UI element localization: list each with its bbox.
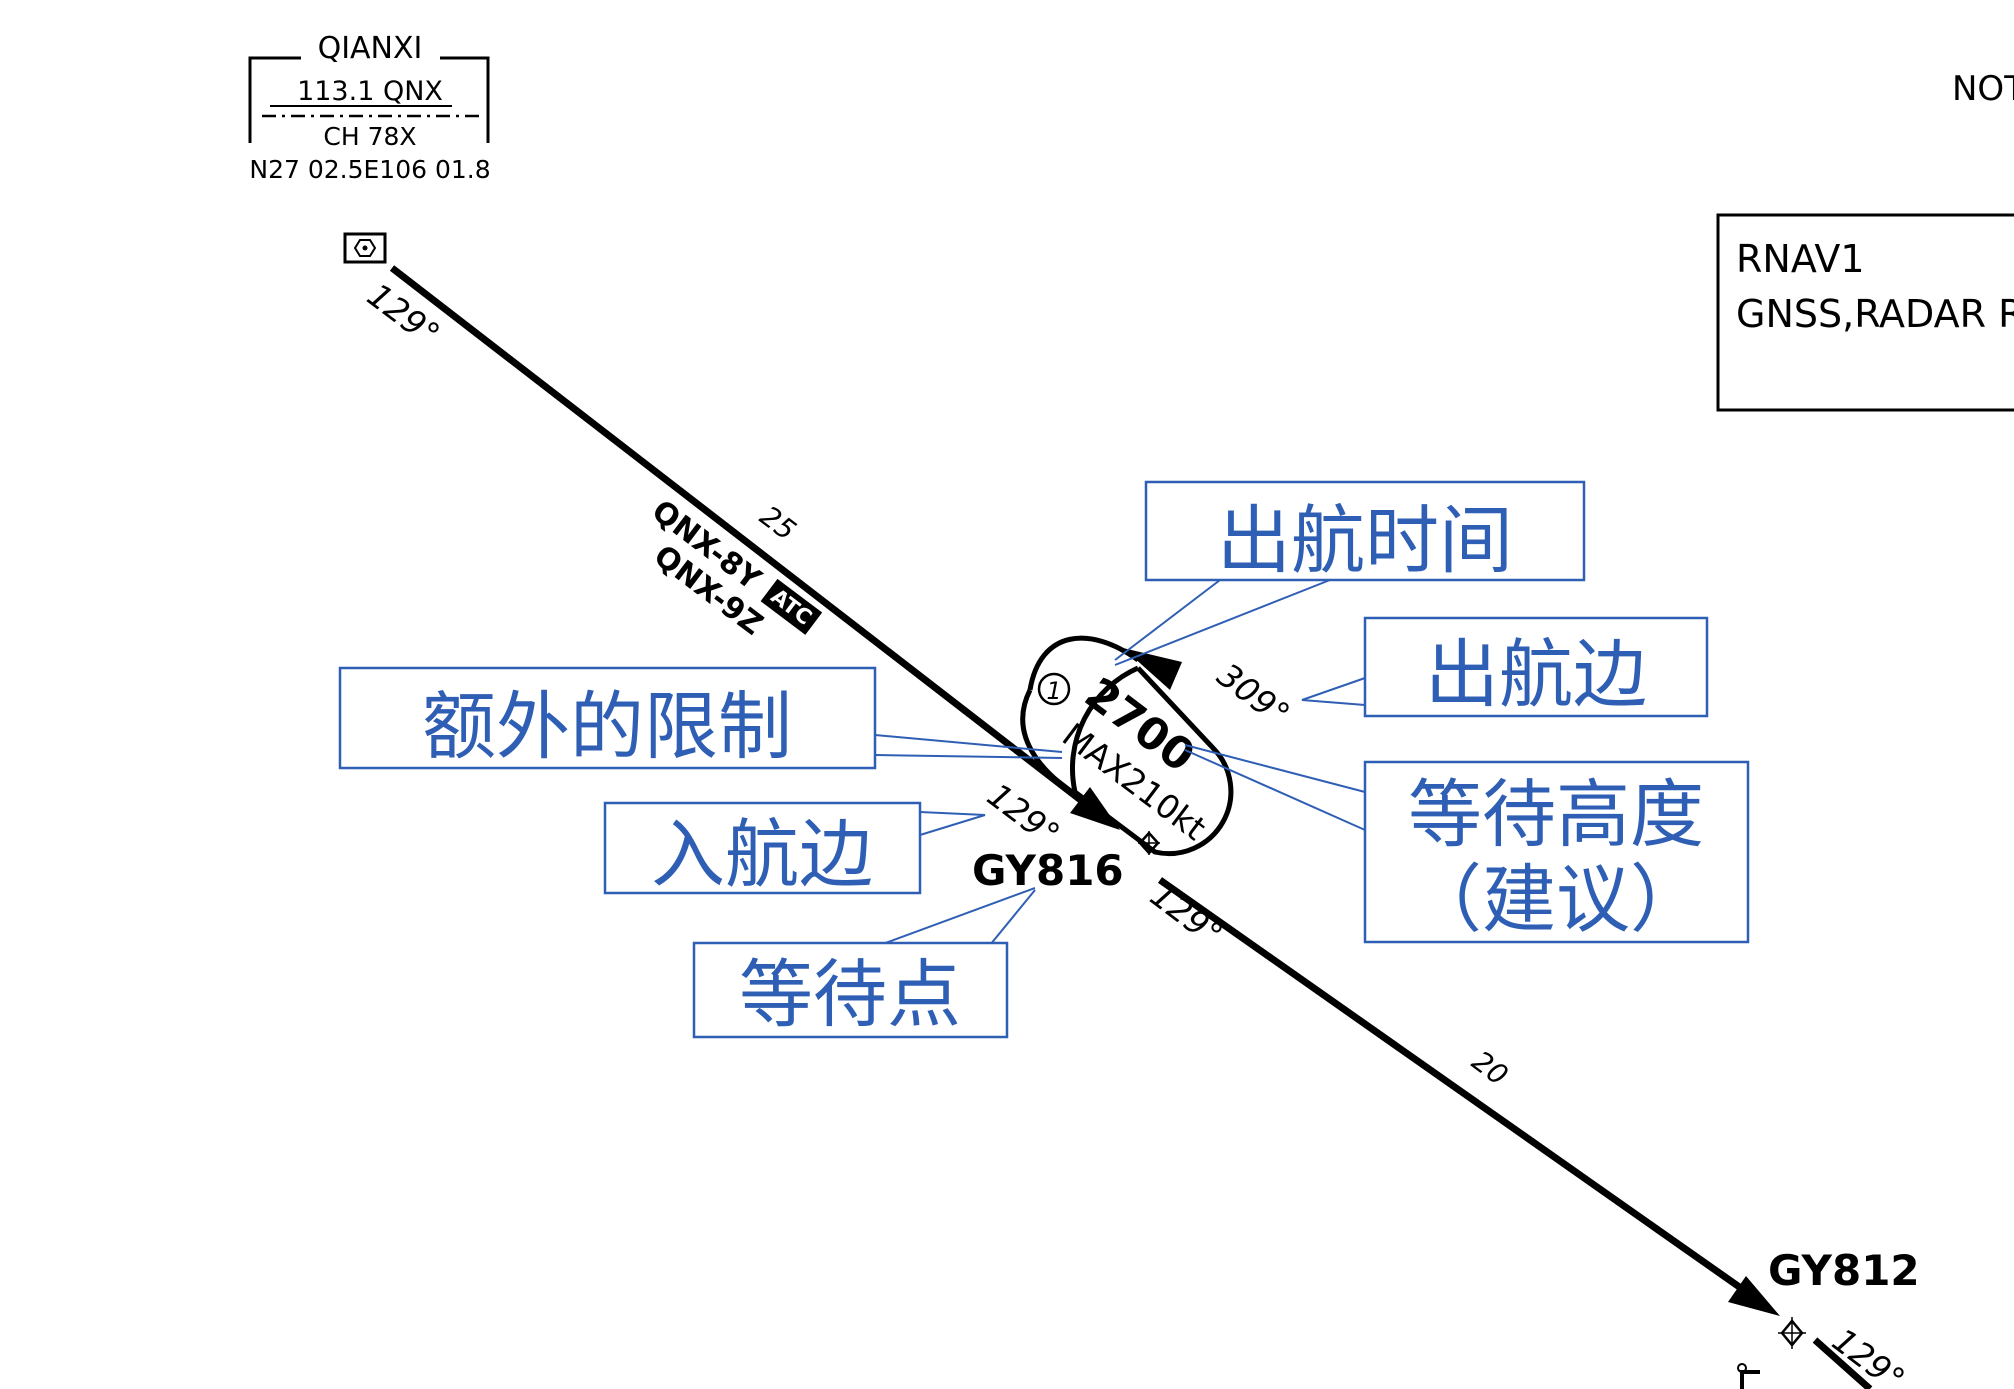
navaid-channel: CH 78X [323,122,416,151]
holding-fix-name: GY816 [972,846,1124,895]
cropped-symbol [1737,1363,1760,1389]
track-arrowhead [1728,1276,1780,1316]
holding-racetrack [1069,665,1234,857]
callout-outbound-time: 出航时间 [1144,480,1586,584]
holding-pattern [1020,635,1234,857]
leader-line [989,889,1036,946]
callout-holding-altitude-line1: 等待高度 [1408,772,1704,858]
leader-line [879,887,1036,946]
outbound-arrowhead [1123,648,1182,690]
leader-line [1301,677,1366,706]
inbound-course: 129° [980,775,1067,854]
callout-holding-altitude-line2: （建议） [1408,857,1704,943]
seg2-course: 129° [1143,875,1230,954]
leader-line [1184,744,1366,793]
leader-line [1114,579,1221,661]
seg3-course: 129° [1825,1320,1912,1389]
callout-extra-restriction-text: 额外的限制 [422,684,792,770]
nav-spec-line2: GNSS,RADAR R [1736,292,2014,336]
callout-outbound-leg: 出航边 [1363,616,1709,718]
holding-time-number: 1 [1046,677,1061,705]
atc-badge: ATC [760,578,823,635]
leader-line [874,754,1063,759]
leader-line [919,811,986,836]
callout-outbound-leg-text: 出航边 [1425,632,1647,718]
nav-spec-box: RNAV1 GNSS,RADAR R [1716,213,2014,412]
callout-inbound-leg: 入航边 [603,801,922,898]
note-label: NOT [1952,69,2014,109]
outbound-course: 309° [1210,655,1297,734]
route-track-qianxi-gy816 [389,265,1103,818]
vor-dme-icon [343,232,387,264]
seg2-distance: 20 [1466,1044,1514,1092]
leader-line [874,734,1063,753]
waypoint-icon [1778,1317,1806,1349]
callout-holding-fix: 等待点 [692,941,1009,1039]
callout-extra-restriction: 额外的限制 [338,666,877,770]
callout-holding-altitude: 等待高度 （建议） [1363,760,1750,944]
navaid-coordinates: N27 02.5E106 01.8 [249,155,490,184]
navaid-name: QIANXI [318,31,423,66]
callout-holding-fix-text: 等待点 [739,952,961,1038]
callout-outbound-time-text: 出航时间 [1217,498,1513,584]
route-track-gy816-gy812 [1157,877,1768,1308]
fix-gy812-name: GY812 [1768,1246,1920,1295]
seg1-course: 129° [360,275,447,354]
callout-inbound-leg-text: 入航边 [651,812,873,898]
navaid-info-box: QIANXI 113.1 QNX CH 78X N27 02.5E106 01.… [248,31,491,184]
waypoint-icon [1138,831,1160,855]
route-track-beyond-gy812 [1812,1337,1873,1389]
leader-line [1184,749,1366,831]
navaid-frequency: 113.1 QNX [297,76,443,107]
holding-time-icon: 1 [1037,672,1071,706]
seg1-distance: 25 [754,499,802,547]
nav-spec-line1: RNAV1 [1736,237,1865,281]
leader-line [1114,579,1331,666]
